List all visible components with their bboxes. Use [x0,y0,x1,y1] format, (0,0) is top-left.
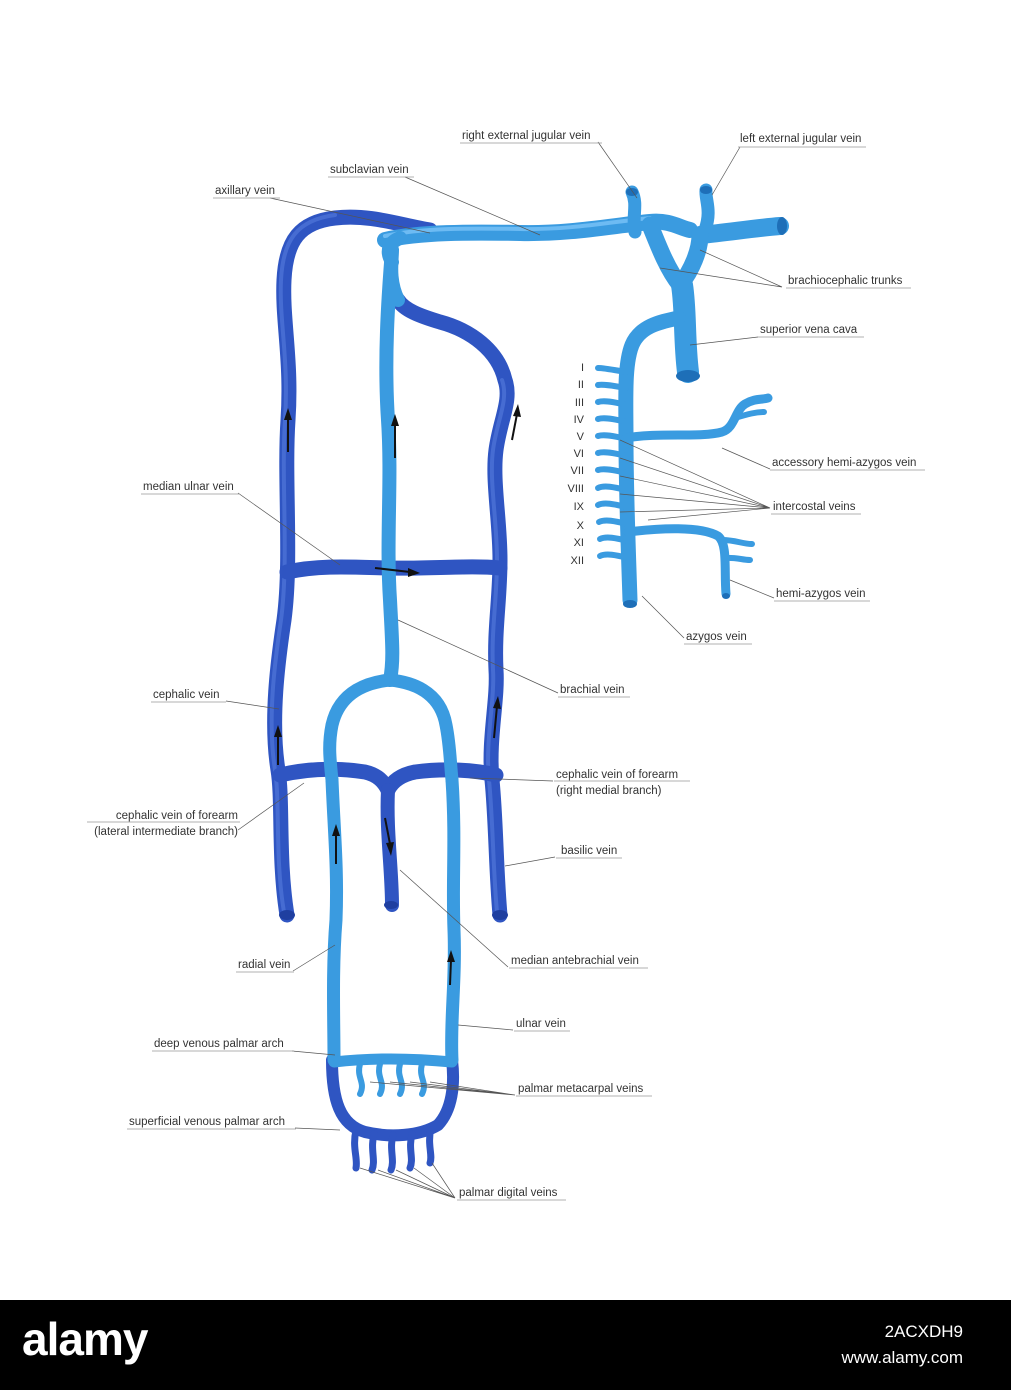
label-axillary-vein: axillary vein [215,185,275,197]
label-cephalic-vein: cephalic vein [153,689,219,701]
accessory-hemi-azygos-vein [621,393,773,443]
label-cephalic-vein-of-forearm-lateral: cephalic vein of forearm [116,810,238,822]
label-palmar-digital-veins: palmar digital veins [459,1187,558,1199]
image-id: 2ACXDH9 [884,1322,963,1341]
label-superficial-venous-palmar-arch: superficial venous palmar arch [129,1116,285,1128]
azygos-vein [618,310,686,608]
venous-system-diagram: I II III IV V VI VII VIII IX X XI XII ri… [87,130,925,1201]
numeral: VI [574,448,584,460]
numeral: IX [574,501,585,513]
numeral: II [578,379,584,391]
label-deep-venous-palmar-arch: deep venous palmar arch [154,1038,284,1050]
arrow-up-icon [332,824,340,864]
arrow-up-icon [274,725,282,765]
arrow-up-icon [447,950,455,986]
deep-venous-palmar-arch [328,1053,458,1068]
label-palmar-metacarpal-veins: palmar metacarpal veins [518,1083,644,1095]
arrow-up-icon [391,414,399,458]
label-left-external-jugular-vein: left external jugular vein [740,133,861,145]
arrow-down-icon [384,817,394,856]
label-superior-vena-cava: superior vena cava [760,324,858,336]
alamy-logo: alamy [22,1313,148,1365]
label-median-antebrachial-vein: median antebrachial vein [511,955,639,967]
label-cephalic-vein-of-forearm-medial-branch: (right medial branch) [556,785,662,797]
numeral: VII [571,465,584,477]
label-median-ulnar-vein: median ulnar vein [143,481,234,493]
vertebra-numerals: I II III IV V VI VII VIII IX X XI XII [567,362,584,567]
numeral: XI [574,537,584,549]
label-subclavian-vein: subclavian vein [330,164,409,176]
arrow-up-icon [493,696,501,739]
right-external-jugular-vein [625,185,642,239]
label-cephalic-vein-of-forearm-lateral-branch: (lateral intermediate branch) [94,826,238,838]
label-brachial-vein: brachial vein [560,684,625,696]
label-right-external-jugular-vein: right external jugular vein [462,130,591,142]
brachial-vein [379,243,405,687]
numeral: III [575,397,584,409]
light-veins [279,183,789,1097]
numeral: V [577,431,585,443]
radial-vein [325,773,344,1067]
superficial-palmar-arch [326,1054,460,1142]
label-brachiocephalic-trunks: brachiocephalic trunks [788,275,903,287]
left-external-jugular-vein [698,183,715,237]
intercostal-branches [595,365,631,561]
subclavian-vein [377,213,698,248]
label-cephalic-vein-of-forearm-medial: cephalic vein of forearm [556,769,678,781]
numeral: X [577,520,585,532]
label-radial-vein: radial vein [238,959,290,971]
arrow-up-icon [284,408,292,452]
brachiocephalic-trunks [641,216,709,294]
label-ulnar-vein: ulnar vein [516,1018,566,1030]
label-basilic-vein: basilic vein [561,845,617,857]
arrow-right-icon [374,567,420,577]
label-hemi-azygos-vein: hemi-azygos vein [776,588,865,600]
numeral: VIII [567,483,584,495]
numeral: IV [574,414,585,426]
numeral: XII [571,555,584,567]
leader-lines [225,141,783,1199]
label-intercostal-veins: intercostal veins [773,501,856,513]
label-azygos-vein: azygos vein [686,631,747,643]
site-url: www.alamy.com [841,1348,963,1367]
ulnar-vein [445,773,461,1067]
label-accessory-hemi-azygos-vein: accessory hemi-azygos vein [772,457,916,469]
arrow-up-icon [511,404,521,441]
labels: right external jugular vein left externa… [87,130,925,1201]
hemi-azygos-vein [623,524,731,599]
flow-arrows [274,404,521,986]
superior-vena-cava [671,274,699,383]
watermark-footer [0,1300,1011,1390]
numeral: I [581,362,584,374]
